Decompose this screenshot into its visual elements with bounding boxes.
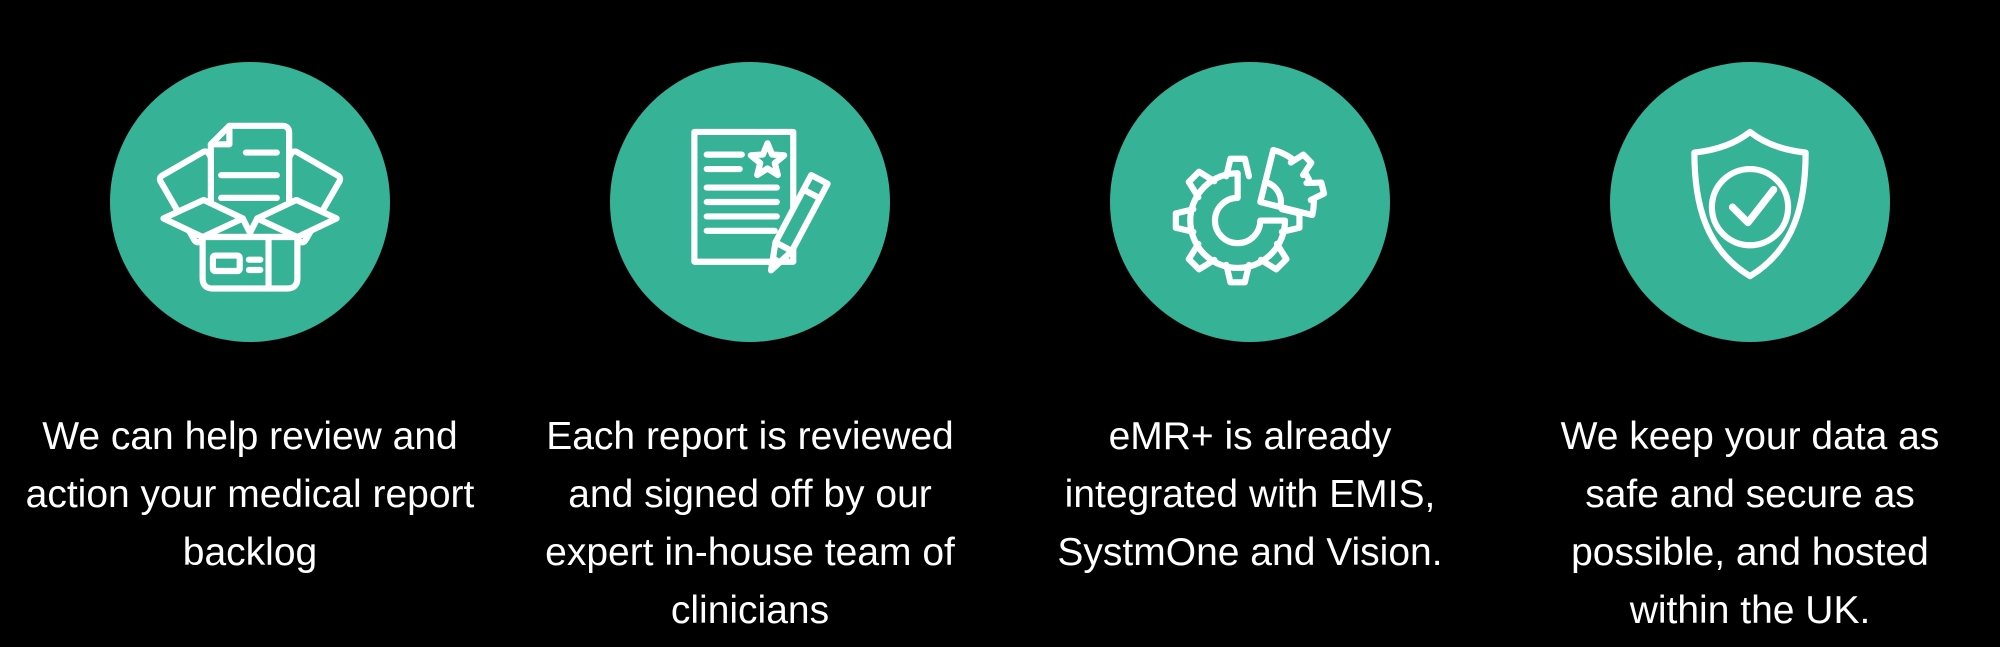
document-star-pencil-icon [691, 128, 831, 274]
feature-caption: eMR+ is already integrated with EMIS, Sy… [1057, 415, 1443, 574]
feature-caption: We keep your data as safe and secure as … [1560, 415, 1940, 632]
feature-icon-circle [1610, 62, 1890, 342]
feature-icon-circle [110, 62, 390, 342]
feature-caption: We can help review and action your medic… [25, 415, 475, 574]
feature-icon-circle [610, 62, 890, 342]
feature-card-integrations: eMR+ is already integrated with EMIS, Sy… [1000, 62, 1500, 640]
gear-pie-chart-icon [1172, 146, 1328, 286]
feature-card-data-security: We keep your data as safe and secure as … [1500, 62, 2000, 640]
feature-caption: Each report is reviewed and signed off b… [545, 415, 955, 632]
feature-card-review-backlog: We can help review and action your medic… [0, 62, 500, 640]
feature-icon-circle [1110, 62, 1390, 342]
open-box-documents-icon [156, 122, 344, 292]
feature-card-clinician-signoff: Each report is reviewed and signed off b… [500, 62, 1000, 640]
shield-check-icon [1691, 128, 1809, 280]
